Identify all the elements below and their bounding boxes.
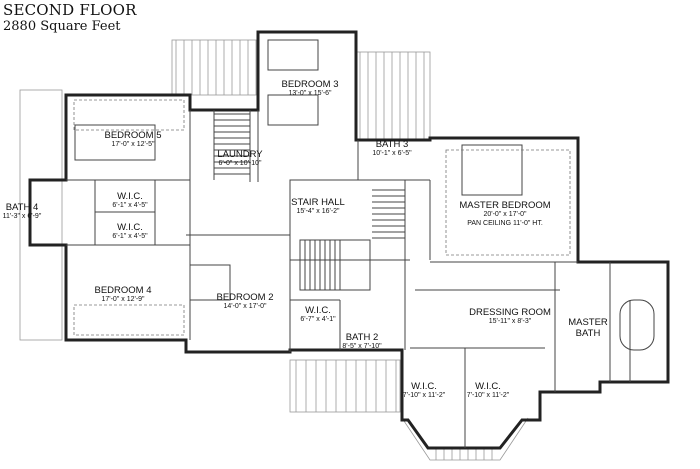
exterior-walls [28, 30, 670, 450]
room-name: STAIR HALL [291, 197, 345, 208]
room-dimensions: 15'-11" x 8'-3" [489, 318, 532, 325]
room-label: BATH 411'-3" x 6'-9" [3, 202, 42, 220]
room-dimensions: 11'-3" x 6'-9" [3, 213, 42, 220]
room-note: PAN CEILING 11'-0" HT. [467, 220, 543, 227]
room-label: W.I.C.6'-1" x 4'-5" [112, 191, 148, 209]
room-label: W.I.C.7'-10" x 11'-2" [403, 381, 446, 399]
room-dimensions: 6'-7" x 4'-1" [300, 316, 336, 323]
room-dimensions: 7'-10" x 11'-2" [403, 392, 446, 399]
room-name: W.I.C. [117, 222, 143, 233]
room-dimensions: 15'-4" x 16'-2" [296, 208, 340, 215]
room-label: W.I.C.6'-7" x 4'-1" [300, 305, 336, 323]
room-name: W.I.C. [305, 305, 331, 316]
floor-title: SECOND FLOOR [3, 1, 137, 19]
room-name: BEDROOM 2 [216, 292, 273, 303]
room-label: BATH 28'-5" x 7'-10" [342, 332, 382, 350]
room-name: MASTER [568, 317, 608, 328]
room-dimensions: 17'-0" x 12'-5" [111, 141, 155, 148]
room-name: W.I.C. [117, 191, 143, 202]
room-label: BEDROOM 214'-0" x 17'-0" [216, 292, 273, 310]
room-name: BEDROOM 5 [104, 130, 161, 141]
room-dimensions: 6'-0" x 10'-10" [218, 160, 262, 167]
room-name: LAUNDRY [217, 149, 263, 160]
room-label: BEDROOM 417'-0" x 12'-9" [94, 285, 151, 303]
room-name: MASTER BEDROOM [459, 200, 550, 211]
room-dimensions: 7'-10" x 11'-2" [467, 392, 510, 399]
room-dimensions: 10'-1" x 6'-5" [372, 150, 412, 157]
room-dimensions: 14'-0" x 17'-0" [223, 303, 267, 310]
room-label: BEDROOM 517'-0" x 12'-5" [104, 130, 161, 148]
room-dimensions: 17'-0" x 12'-9" [101, 296, 145, 303]
room-label: BATH 310'-1" x 6'-5" [372, 139, 412, 157]
room-label: BEDROOM 313'-0" x 15'-6" [281, 79, 338, 97]
room-dimensions: 20'-0" x 17'-0" [483, 211, 527, 218]
room-name: BATH 3 [376, 139, 409, 150]
room-label: W.I.C.7'-10" x 11'-2" [467, 381, 510, 399]
room-dimensions: 6'-1" x 4'-5" [112, 233, 148, 240]
room-label: W.I.C.6'-1" x 4'-5" [112, 222, 148, 240]
square-footage: 2880 Square Feet [3, 19, 121, 34]
room-labels: BEDROOM 313'-0" x 15'-6"BEDROOM 517'-0" … [3, 79, 608, 399]
room-dimensions: 6'-1" x 4'-5" [112, 202, 148, 209]
room-name: BATH 4 [6, 202, 39, 213]
ceiling-lines [73, 99, 571, 336]
staircase [214, 113, 405, 290]
room-name: W.I.C. [475, 381, 501, 392]
room-dimensions: 13'-0" x 15'-6" [288, 90, 332, 97]
room-name: BATH 2 [346, 332, 379, 343]
room-dimensions: 8'-5" x 7'-10" [342, 343, 382, 350]
room-name: DRESSING ROOM [469, 307, 551, 318]
room-name: BEDROOM 4 [94, 285, 151, 296]
deck-areas [19, 39, 529, 461]
room-name: BEDROOM 3 [281, 79, 338, 90]
room-name: W.I.C. [411, 381, 437, 392]
room-dimensions: BATH [576, 328, 601, 339]
